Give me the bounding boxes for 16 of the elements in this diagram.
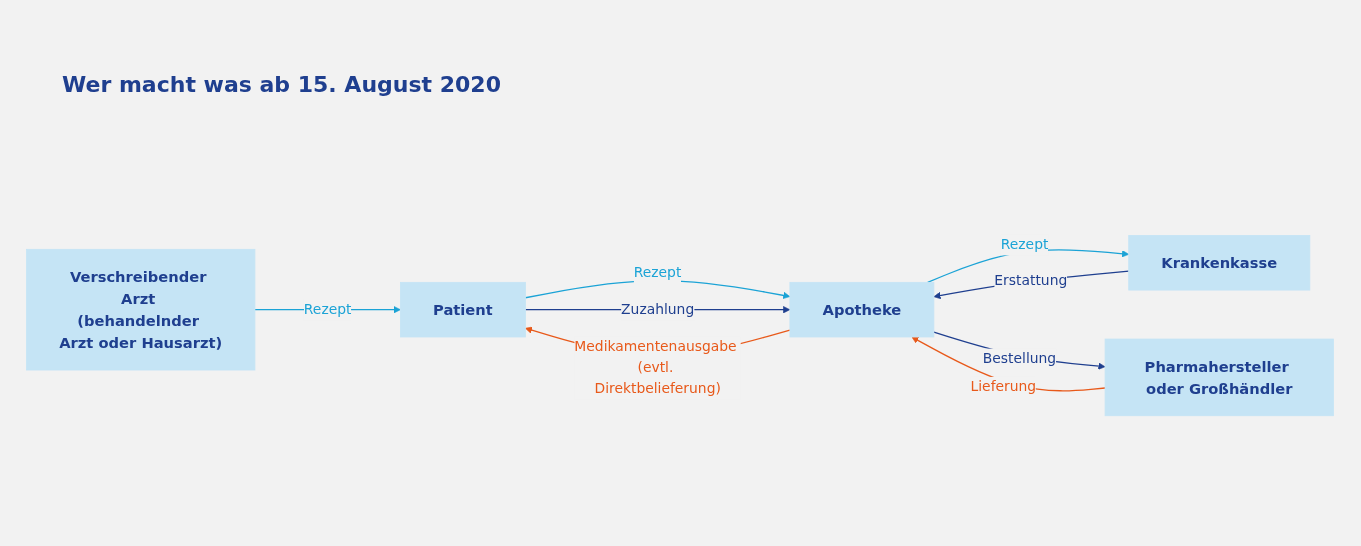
- node-box: Pharmahersteller oder Großhändler: [1104, 338, 1334, 417]
- arrow: [933, 331, 1106, 370]
- edge-label: Bestellung: [982, 350, 1057, 367]
- diagram-title: Wer macht was ab 15. August 2020: [62, 72, 501, 97]
- edge-label: Rezept: [633, 263, 682, 281]
- edge-label: Rezept: [1000, 235, 1049, 253]
- node-box: Krankenkasse: [1128, 235, 1311, 291]
- node-box: Verschreibender Arzt (behandelnder Arzt oder Hausarzt): [26, 248, 256, 371]
- arrow: [911, 336, 1106, 392]
- edge-label: Rezept: [303, 300, 352, 318]
- edge-label: Medikamentenausgabe (evtl. Direktbelieferung): [574, 338, 737, 396]
- edge-label: Zuzahlung: [621, 300, 695, 318]
- node-box: Apotheke: [789, 281, 935, 338]
- edge-label: Erstattung: [994, 271, 1068, 288]
- edge-label: Lieferung: [970, 378, 1037, 395]
- node-box: Patient: [400, 281, 526, 338]
